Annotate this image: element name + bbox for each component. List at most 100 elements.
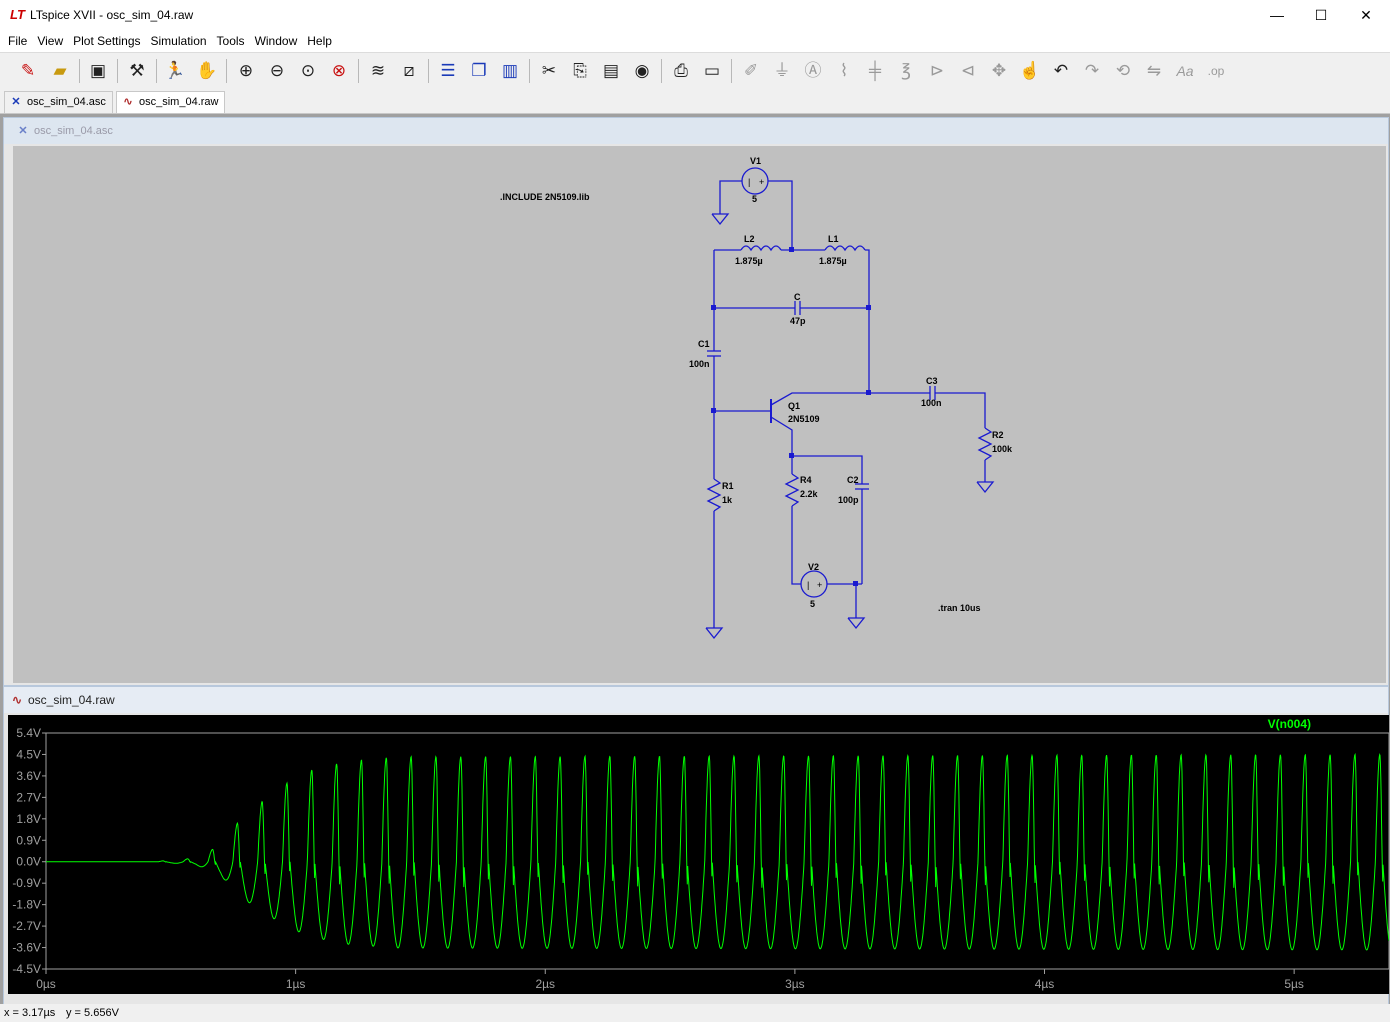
toolbar-separator [358, 59, 359, 83]
mark-plot-icon[interactable]: ⧄ [403, 61, 415, 80]
l1-value: 1.875µ [819, 256, 847, 266]
spice-include-directive[interactable]: .INCLUDE 2N5109.lib [500, 192, 590, 202]
menu-file[interactable]: File [8, 34, 28, 48]
l2-name: L2 [744, 234, 755, 244]
l2-inductor-symbol [740, 245, 782, 252]
v1-value: 5 [752, 194, 757, 204]
zoom-in-icon[interactable]: ⊕ [238, 61, 254, 80]
minimize-button[interactable]: — [1270, 7, 1284, 23]
window-title: LTspice XVII - osc_sim_04.raw [30, 8, 194, 22]
label-icon[interactable]: Ⓐ [804, 61, 822, 80]
undo-icon[interactable]: ↶ [1053, 61, 1069, 80]
schematic-canvas[interactable]: | + | + .INCLUDE 2N5109.lib .tran 10us V… [13, 146, 1386, 683]
menu-help[interactable]: Help [307, 34, 332, 48]
find-icon[interactable]: ◉ [634, 61, 650, 80]
toolbar-separator [79, 59, 80, 83]
tab-waveform[interactable]: ∿osc_sim_04.raw [116, 91, 226, 113]
x-tick-label: 4µs [1035, 977, 1055, 991]
ground-icon [711, 213, 730, 226]
junction-dots [711, 247, 871, 586]
wire [768, 180, 793, 250]
autorange-plot-icon[interactable]: ≋ [370, 61, 386, 80]
y-tick-label: 4.5V [16, 747, 41, 761]
y-tick-label: -1.8V [12, 898, 41, 912]
run-icon[interactable]: 🏃 [164, 61, 186, 80]
plot-frame [45, 732, 1389, 970]
component-icon[interactable]: ⊲ [960, 61, 976, 80]
trace-v-n004 [46, 752, 1389, 951]
junction-dot [853, 581, 858, 586]
cut-icon[interactable]: ✂ [541, 61, 557, 80]
c-value: 47p [790, 316, 806, 326]
q1-value: 2N5109 [788, 414, 820, 424]
ground-icon [705, 627, 724, 640]
control-panel-icon[interactable]: ⚒ [129, 61, 145, 80]
v1-name: V1 [750, 156, 761, 166]
menu-bar: File View Plot Settings Simulation Tools Wind… [0, 30, 1390, 52]
schematic-window-header[interactable]: ✕osc_sim_04.asc [4, 118, 1388, 144]
rotate-icon[interactable]: ⟲ [1115, 61, 1131, 80]
maximize-button[interactable]: ☐ [1314, 7, 1328, 23]
status-bar: x = 3.17µs y = 5.656V [0, 1004, 1390, 1022]
v2-name: V2 [808, 562, 819, 572]
move-icon[interactable]: ✥ [991, 61, 1007, 80]
redo-icon[interactable]: ↷ [1084, 61, 1100, 80]
menu-window[interactable]: Window [254, 34, 298, 48]
save-icon[interactable]: ▣ [89, 61, 107, 80]
paste-icon[interactable]: ▤ [602, 61, 620, 80]
waveform-window-header[interactable]: ∿osc_sim_04.raw [4, 687, 1388, 713]
copy-icon[interactable]: ⎘ [573, 61, 587, 80]
resistor-icon[interactable]: ⌇ [839, 61, 849, 80]
print-icon[interactable]: ⎙ [674, 61, 688, 80]
waveform-plot-svg[interactable]: 5.4V4.5V3.6V2.7V1.8V0.9V0.0V-0.9V-1.8V-2… [8, 715, 1389, 994]
menu-plot-settings[interactable]: Plot Settings [73, 34, 141, 48]
tile-vertical-icon[interactable]: ▥ [501, 61, 519, 80]
mirror-icon[interactable]: ⇋ [1146, 61, 1162, 80]
trace-label-v-n004[interactable]: V(n004) [1268, 717, 1311, 731]
halt-icon[interactable]: ✋ [196, 61, 218, 80]
tab-label: osc_sim_04.raw [139, 96, 219, 108]
r2-value: 100k [992, 444, 1013, 454]
toolbar-separator [529, 59, 530, 83]
spice-directive-icon[interactable]: .op [1207, 64, 1225, 78]
source-polarity-label: | [807, 580, 809, 590]
toolbar-separator [226, 59, 227, 83]
junction-dot [711, 408, 716, 413]
zoom-fit-icon[interactable]: ⊙ [300, 61, 316, 80]
new-schematic-icon[interactable]: ✎ [20, 61, 36, 80]
close-button[interactable]: ✕ [1360, 7, 1372, 23]
spice-tran-directive[interactable]: .tran 10us [938, 603, 981, 613]
cascade-icon[interactable]: ❐ [471, 61, 487, 80]
r1-value: 1k [722, 495, 733, 505]
ground-icon[interactable]: ⏚ [773, 61, 791, 80]
menu-tools[interactable]: Tools [216, 34, 245, 48]
r4-name: R4 [800, 475, 812, 485]
open-folder-icon[interactable]: ▰ [53, 61, 67, 80]
drag-icon[interactable]: ☝ [1019, 61, 1041, 80]
wire-icon[interactable]: ✐ [743, 61, 759, 80]
menu-simulation[interactable]: Simulation [150, 34, 207, 48]
diode-icon[interactable]: ⊳ [929, 61, 945, 80]
toolbar-separator [661, 59, 662, 83]
zoom-cancel-icon[interactable]: ⊗ [331, 61, 347, 80]
schematic-drawing: | + | + .INCLUDE 2N5109.lib .tran 10us V… [500, 156, 1013, 640]
text-icon[interactable]: Aa [1176, 63, 1194, 79]
schematic-icon: ✕ [18, 125, 28, 137]
c1-name: C1 [698, 339, 710, 349]
v2-source-symbol [800, 570, 828, 598]
menu-view[interactable]: View [37, 34, 64, 48]
r1-name: R1 [722, 481, 734, 491]
toolbar: ✎ ▰ ▣ ⚒ 🏃 ✋ ⊕ ⊖ ⊙ ⊗ ≋ ⧄ ☰ ❐ ▥ ✂ ⎘ ▤ ◉ ⎙ … [0, 52, 1390, 90]
capacitor-icon[interactable]: ╪ [868, 61, 882, 80]
cursor-x-readout: x = 3.17µs [4, 1007, 56, 1019]
tab-schematic[interactable]: ✕osc_sim_04.asc [4, 91, 113, 113]
tile-horizontal-icon[interactable]: ☰ [440, 61, 456, 80]
x-tick-label: 1µs [286, 977, 306, 991]
l1-inductor-symbol [824, 245, 866, 252]
inductor-icon[interactable]: ℥ [901, 61, 911, 80]
y-tick-label: 0.9V [16, 833, 41, 847]
print-setup-icon[interactable]: ▭ [703, 61, 721, 80]
zoom-out-icon[interactable]: ⊖ [269, 61, 285, 80]
